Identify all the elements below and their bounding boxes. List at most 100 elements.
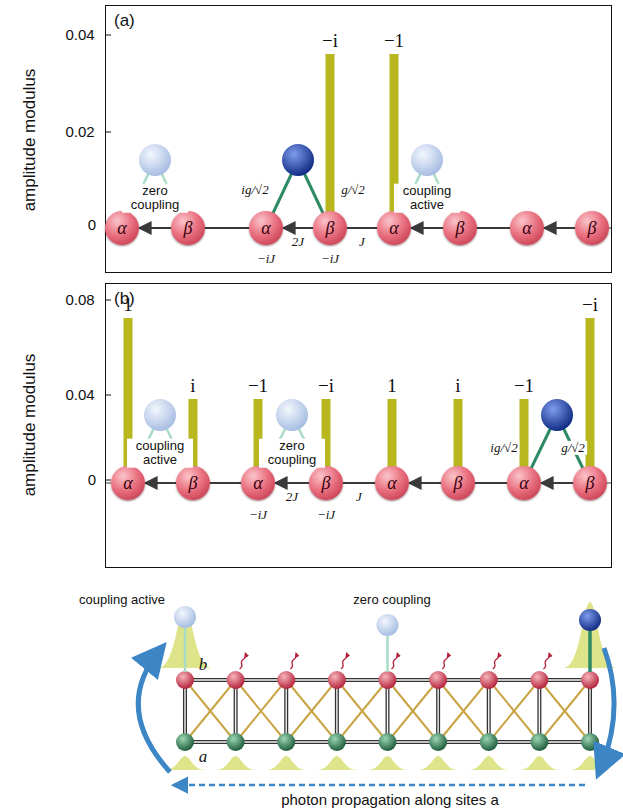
amplitude-phase: −1	[384, 31, 404, 52]
atom-note: coupling active	[79, 593, 165, 607]
site-letter: α	[261, 219, 270, 237]
lattice-site: β	[309, 466, 343, 500]
lattice-site: β	[573, 466, 607, 500]
atom	[139, 144, 171, 176]
hopping-link	[283, 227, 313, 229]
atom	[541, 399, 573, 431]
cross-coupling	[388, 680, 439, 742]
site-a	[328, 733, 346, 751]
ladder-rail	[183, 680, 187, 742]
site-a	[429, 733, 447, 751]
lattice-site: α	[105, 211, 139, 245]
ladder-rail	[234, 680, 238, 742]
cross-coupling	[185, 680, 236, 742]
ladder-rail	[436, 680, 440, 742]
lattice-site: α	[507, 466, 541, 500]
site-letter: β	[588, 219, 597, 237]
lattice-site: α	[241, 466, 275, 500]
site-b	[480, 671, 498, 689]
site-letter: α	[519, 474, 528, 492]
atom-note: coupling active	[394, 184, 460, 213]
coupling-strength: ig/√2	[239, 183, 270, 197]
cross-coupling	[489, 680, 540, 742]
emission-arrow	[442, 654, 448, 669]
ladder-rail-core	[539, 680, 540, 742]
amplitude-bar	[586, 318, 595, 483]
amplitude-phase: i	[455, 376, 460, 397]
hopping-link	[210, 482, 241, 484]
lattice-site: β	[441, 466, 475, 500]
ladder-rail	[386, 680, 390, 742]
site-letter: α	[522, 219, 531, 237]
site-b	[328, 671, 346, 689]
ladder-rail-core	[286, 680, 287, 742]
site-letter: β	[326, 219, 335, 237]
site-a	[277, 733, 295, 751]
amplitude-phase: i	[190, 376, 195, 397]
hopping-link	[477, 227, 510, 229]
emission-arrow	[290, 654, 296, 669]
cross-coupling	[337, 680, 388, 742]
panel-c-art	[138, 602, 617, 785]
hopping-link	[541, 482, 573, 484]
ladder-rail-core	[184, 680, 185, 742]
hopping-phase: −iJ	[317, 508, 335, 522]
site-a	[227, 733, 245, 751]
cross-coupling	[388, 680, 439, 742]
tick-label: 0.04	[65, 27, 94, 44]
propagation-arrow	[176, 784, 585, 787]
field-profile	[216, 756, 256, 770]
hopping-link	[343, 482, 375, 484]
cross-coupling	[539, 680, 590, 742]
emission-arrow	[543, 654, 549, 669]
amplitude-phase: −1	[248, 376, 268, 397]
site-b	[227, 671, 245, 689]
ladder-rail	[284, 680, 288, 742]
hopping-phase: −iJ	[257, 252, 275, 266]
site-letter: β	[322, 474, 331, 492]
atom-note: zero coupling	[122, 184, 188, 213]
lattice-site: β	[575, 211, 609, 245]
field-profile	[418, 756, 458, 770]
atom-note: zero coupling	[353, 593, 430, 607]
emission-arrow	[240, 654, 246, 669]
emission-arrow	[341, 654, 347, 669]
hopping-link	[475, 482, 507, 484]
site-letter: β	[454, 474, 463, 492]
coupling-strength: g/√2	[559, 441, 587, 455]
field-profile	[317, 756, 357, 770]
site-letter: α	[389, 219, 398, 237]
cross-coupling	[438, 680, 489, 742]
coupling-strength: ig/√2	[488, 441, 519, 455]
site-letter: α	[387, 474, 396, 492]
lattice-site: β	[171, 211, 205, 245]
cross-coupling	[286, 680, 337, 742]
site-b	[379, 671, 397, 689]
hopping-label: 2J	[286, 490, 298, 504]
ladder-rail	[588, 680, 592, 742]
field-profile	[368, 756, 408, 770]
site-a	[581, 733, 599, 751]
coupling-strength: g/√2	[339, 183, 367, 197]
field-profile	[266, 756, 306, 770]
hopping-link	[145, 482, 176, 484]
cross-coupling	[286, 680, 337, 742]
coupling-line	[184, 628, 187, 672]
atom	[276, 399, 308, 431]
hopping-label: J	[359, 235, 365, 249]
ladder-rail	[335, 680, 339, 742]
panel-tag: (a)	[114, 11, 135, 31]
flow-arrow	[138, 650, 170, 772]
site-letter: β	[189, 474, 198, 492]
atom-note: coupling active	[127, 439, 193, 468]
amplitude-phase: 1	[123, 295, 133, 316]
site-b	[429, 671, 447, 689]
hopping-link	[411, 227, 443, 229]
cross-coupling	[539, 680, 590, 742]
ladder-rail-core	[437, 680, 438, 742]
cross-coupling	[489, 680, 540, 742]
lattice-site: β	[313, 211, 347, 245]
hopping-link	[205, 227, 249, 229]
panel-b-art	[105, 300, 611, 483]
